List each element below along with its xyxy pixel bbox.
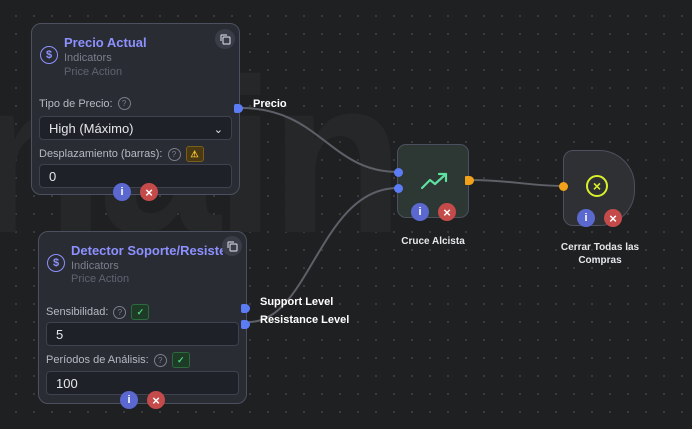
- help-icon[interactable]: ?: [113, 305, 127, 319]
- cerrar-input-port[interactable]: [559, 182, 568, 191]
- periods-label: Períodos de Análisis: ? ✓: [46, 352, 190, 368]
- sensitivity-input[interactable]: 5: [46, 322, 239, 346]
- delete-button[interactable]: ×: [140, 183, 158, 201]
- cruce-output-port[interactable]: [465, 176, 474, 185]
- periods-input[interactable]: 100: [46, 371, 239, 395]
- cruce-input-port-b[interactable]: [394, 184, 403, 193]
- close-circle-icon: ×: [586, 175, 608, 197]
- node-title: Detector Soporte/Resistencia: [71, 243, 223, 258]
- resistance-output-label: Resistance Level: [260, 314, 350, 326]
- sensitivity-label: Sensibilidad: ? ✓: [46, 304, 150, 320]
- chevron-down-icon: ⌄: [213, 124, 223, 136]
- dollar-icon: $: [40, 46, 58, 64]
- delete-button[interactable]: ×: [604, 209, 622, 227]
- help-icon[interactable]: ?: [153, 353, 167, 367]
- duplicate-button[interactable]: [222, 236, 242, 256]
- info-button[interactable]: i: [411, 203, 429, 221]
- offset-input[interactable]: 0: [39, 164, 232, 188]
- wire-cruce-to-cerrar: [469, 179, 565, 187]
- copy-icon: [226, 240, 238, 252]
- info-button[interactable]: i: [577, 209, 595, 227]
- help-icon[interactable]: ?: [117, 97, 131, 110]
- precio-output-port[interactable]: [234, 104, 243, 113]
- support-output-label: Support Level: [260, 296, 334, 308]
- node-subcategory: Price Action: [71, 273, 130, 285]
- info-button[interactable]: i: [113, 183, 131, 201]
- help-icon[interactable]: ?: [167, 147, 181, 161]
- support-output-port[interactable]: [241, 304, 250, 313]
- warning-icon: ⚠: [185, 146, 204, 162]
- cerrar-caption: Cerrar Todas las Compras: [560, 242, 640, 266]
- check-icon: ✓: [171, 352, 190, 368]
- node-subcategory: Price Action: [64, 66, 123, 78]
- node-title: Precio Actual: [64, 35, 147, 50]
- cerrar-compras-node[interactable]: × i ×: [563, 150, 635, 227]
- precio-actual-node[interactable]: $ Precio Actual Indicators Price Action …: [31, 23, 240, 201]
- cruce-caption: Cruce Alcista: [401, 236, 465, 247]
- precio-output-label: Precio: [253, 98, 287, 110]
- check-icon: ✓: [131, 304, 150, 320]
- delete-button[interactable]: ×: [438, 203, 456, 221]
- wire-precio-to-cruce: [240, 107, 399, 173]
- node-category: Indicators: [64, 52, 112, 64]
- price-type-label: Tipo de Precio: ?: [39, 97, 131, 110]
- price-type-select[interactable]: High (Máximo) ⌄: [39, 116, 232, 140]
- trending-up-icon: [420, 172, 448, 190]
- offset-label: Desplazamiento (barras): ? ⚠: [39, 146, 204, 162]
- resistance-output-port[interactable]: [241, 320, 250, 329]
- cruce-input-port-a[interactable]: [394, 168, 403, 177]
- delete-button[interactable]: ×: [147, 391, 165, 409]
- duplicate-button[interactable]: [215, 29, 235, 49]
- node-category: Indicators: [71, 260, 119, 272]
- dollar-icon: $: [47, 254, 65, 272]
- detector-soporte-node[interactable]: $ Detector Soporte/Resistencia Indicator…: [38, 231, 247, 409]
- copy-icon: [219, 33, 231, 45]
- info-button[interactable]: i: [120, 391, 138, 409]
- cruce-alcista-node[interactable]: i ×: [397, 144, 469, 221]
- wire-resistance-to-cruce: [248, 187, 399, 323]
